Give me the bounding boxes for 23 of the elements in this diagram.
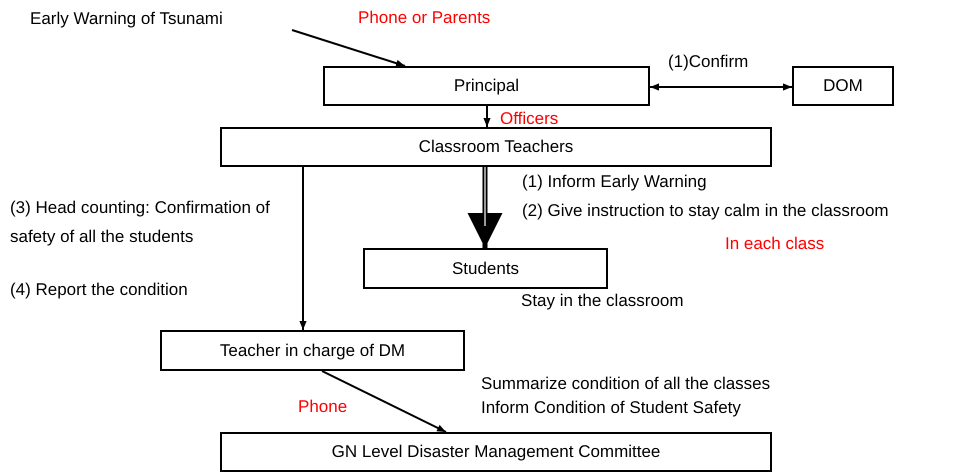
box-label: Students — [452, 258, 520, 278]
box-label: Teacher in charge of DM — [220, 340, 406, 360]
annotation-text: Phone — [298, 396, 348, 418]
process-box — [323, 66, 650, 106]
annotation-text: Officers — [500, 108, 558, 130]
node-caption: Stay in the classroom — [521, 290, 684, 312]
box-label: Principal — [454, 76, 520, 96]
annotation-text: (1) Inform Early Warning — [522, 171, 707, 193]
process-box — [160, 330, 465, 371]
annotation-text: Summarize condition of all the classes — [481, 373, 770, 395]
annotation-text: In each class — [725, 233, 824, 255]
process-box — [220, 127, 772, 167]
annotation-text: Phone or Parents — [358, 7, 490, 29]
annotation-text: (3) Head counting: Confirmation of safety of all the students — [10, 197, 271, 248]
process-box — [220, 432, 772, 472]
annotation-text: (4) Report the condition — [10, 279, 188, 301]
box-label: Classroom Teachers — [418, 137, 574, 157]
process-box — [363, 248, 608, 289]
annotation-text: Inform Condition of Student Safety — [481, 397, 741, 419]
annotation-text: (2) Give instruction to stay calm in the classroom — [522, 200, 889, 222]
process-box — [792, 66, 894, 106]
box-label: GN Level Disaster Management Committee — [332, 442, 660, 462]
box-label: DOM — [823, 76, 863, 96]
